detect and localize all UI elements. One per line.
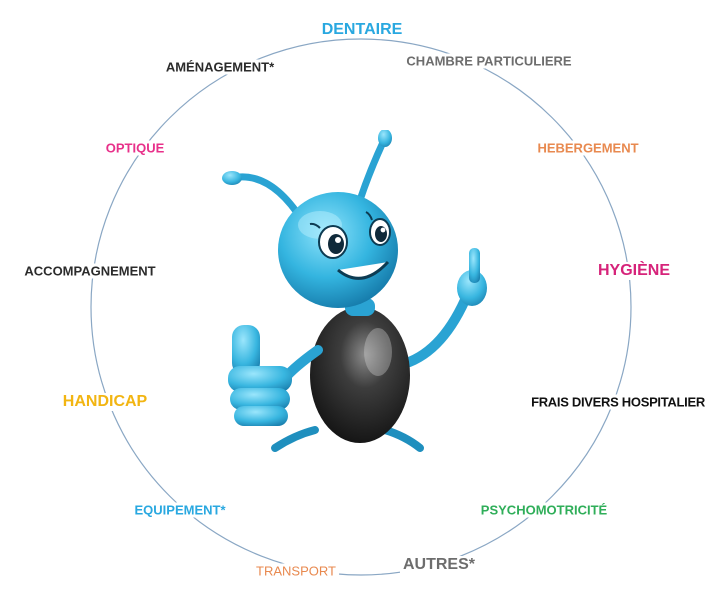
label-handicap: HANDICAP — [59, 393, 151, 411]
label-autres: AUTRES* — [399, 556, 479, 574]
label-optique: OPTIQUE — [102, 140, 168, 156]
label-amenagement: AMÉNAGEMENT* — [162, 59, 278, 75]
label-frais-divers-hospitalier: FRAIS DIVERS HOSPITALIER — [528, 394, 708, 410]
label-accompagnement: ACCOMPAGNEMENT — [21, 263, 159, 279]
label-equipement: EQUIPEMENT* — [131, 502, 229, 518]
label-hygiene: HYGIÈNE — [594, 262, 674, 280]
label-psychomotricite: PSYCHOMOTRICITÉ — [477, 502, 611, 518]
label-hebergement: HEBERGEMENT — [534, 140, 642, 156]
ant-mascot-icon — [222, 130, 487, 452]
label-chambre-particuliere: CHAMBRE PARTICULIERE — [403, 53, 575, 69]
label-dentaire: DENTAIRE — [321, 21, 403, 38]
label-transport: TRANSPORT — [253, 563, 339, 579]
